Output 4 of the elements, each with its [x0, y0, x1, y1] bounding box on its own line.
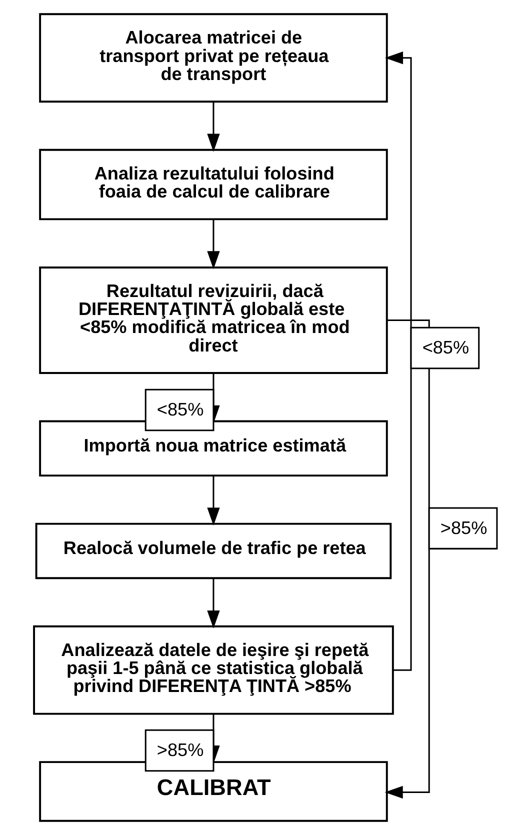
edge-label: <85%: [156, 399, 204, 420]
edge-label: <85%: [422, 337, 469, 358]
edge-label: >85%: [440, 518, 487, 538]
edge-label: >85%: [156, 740, 204, 760]
